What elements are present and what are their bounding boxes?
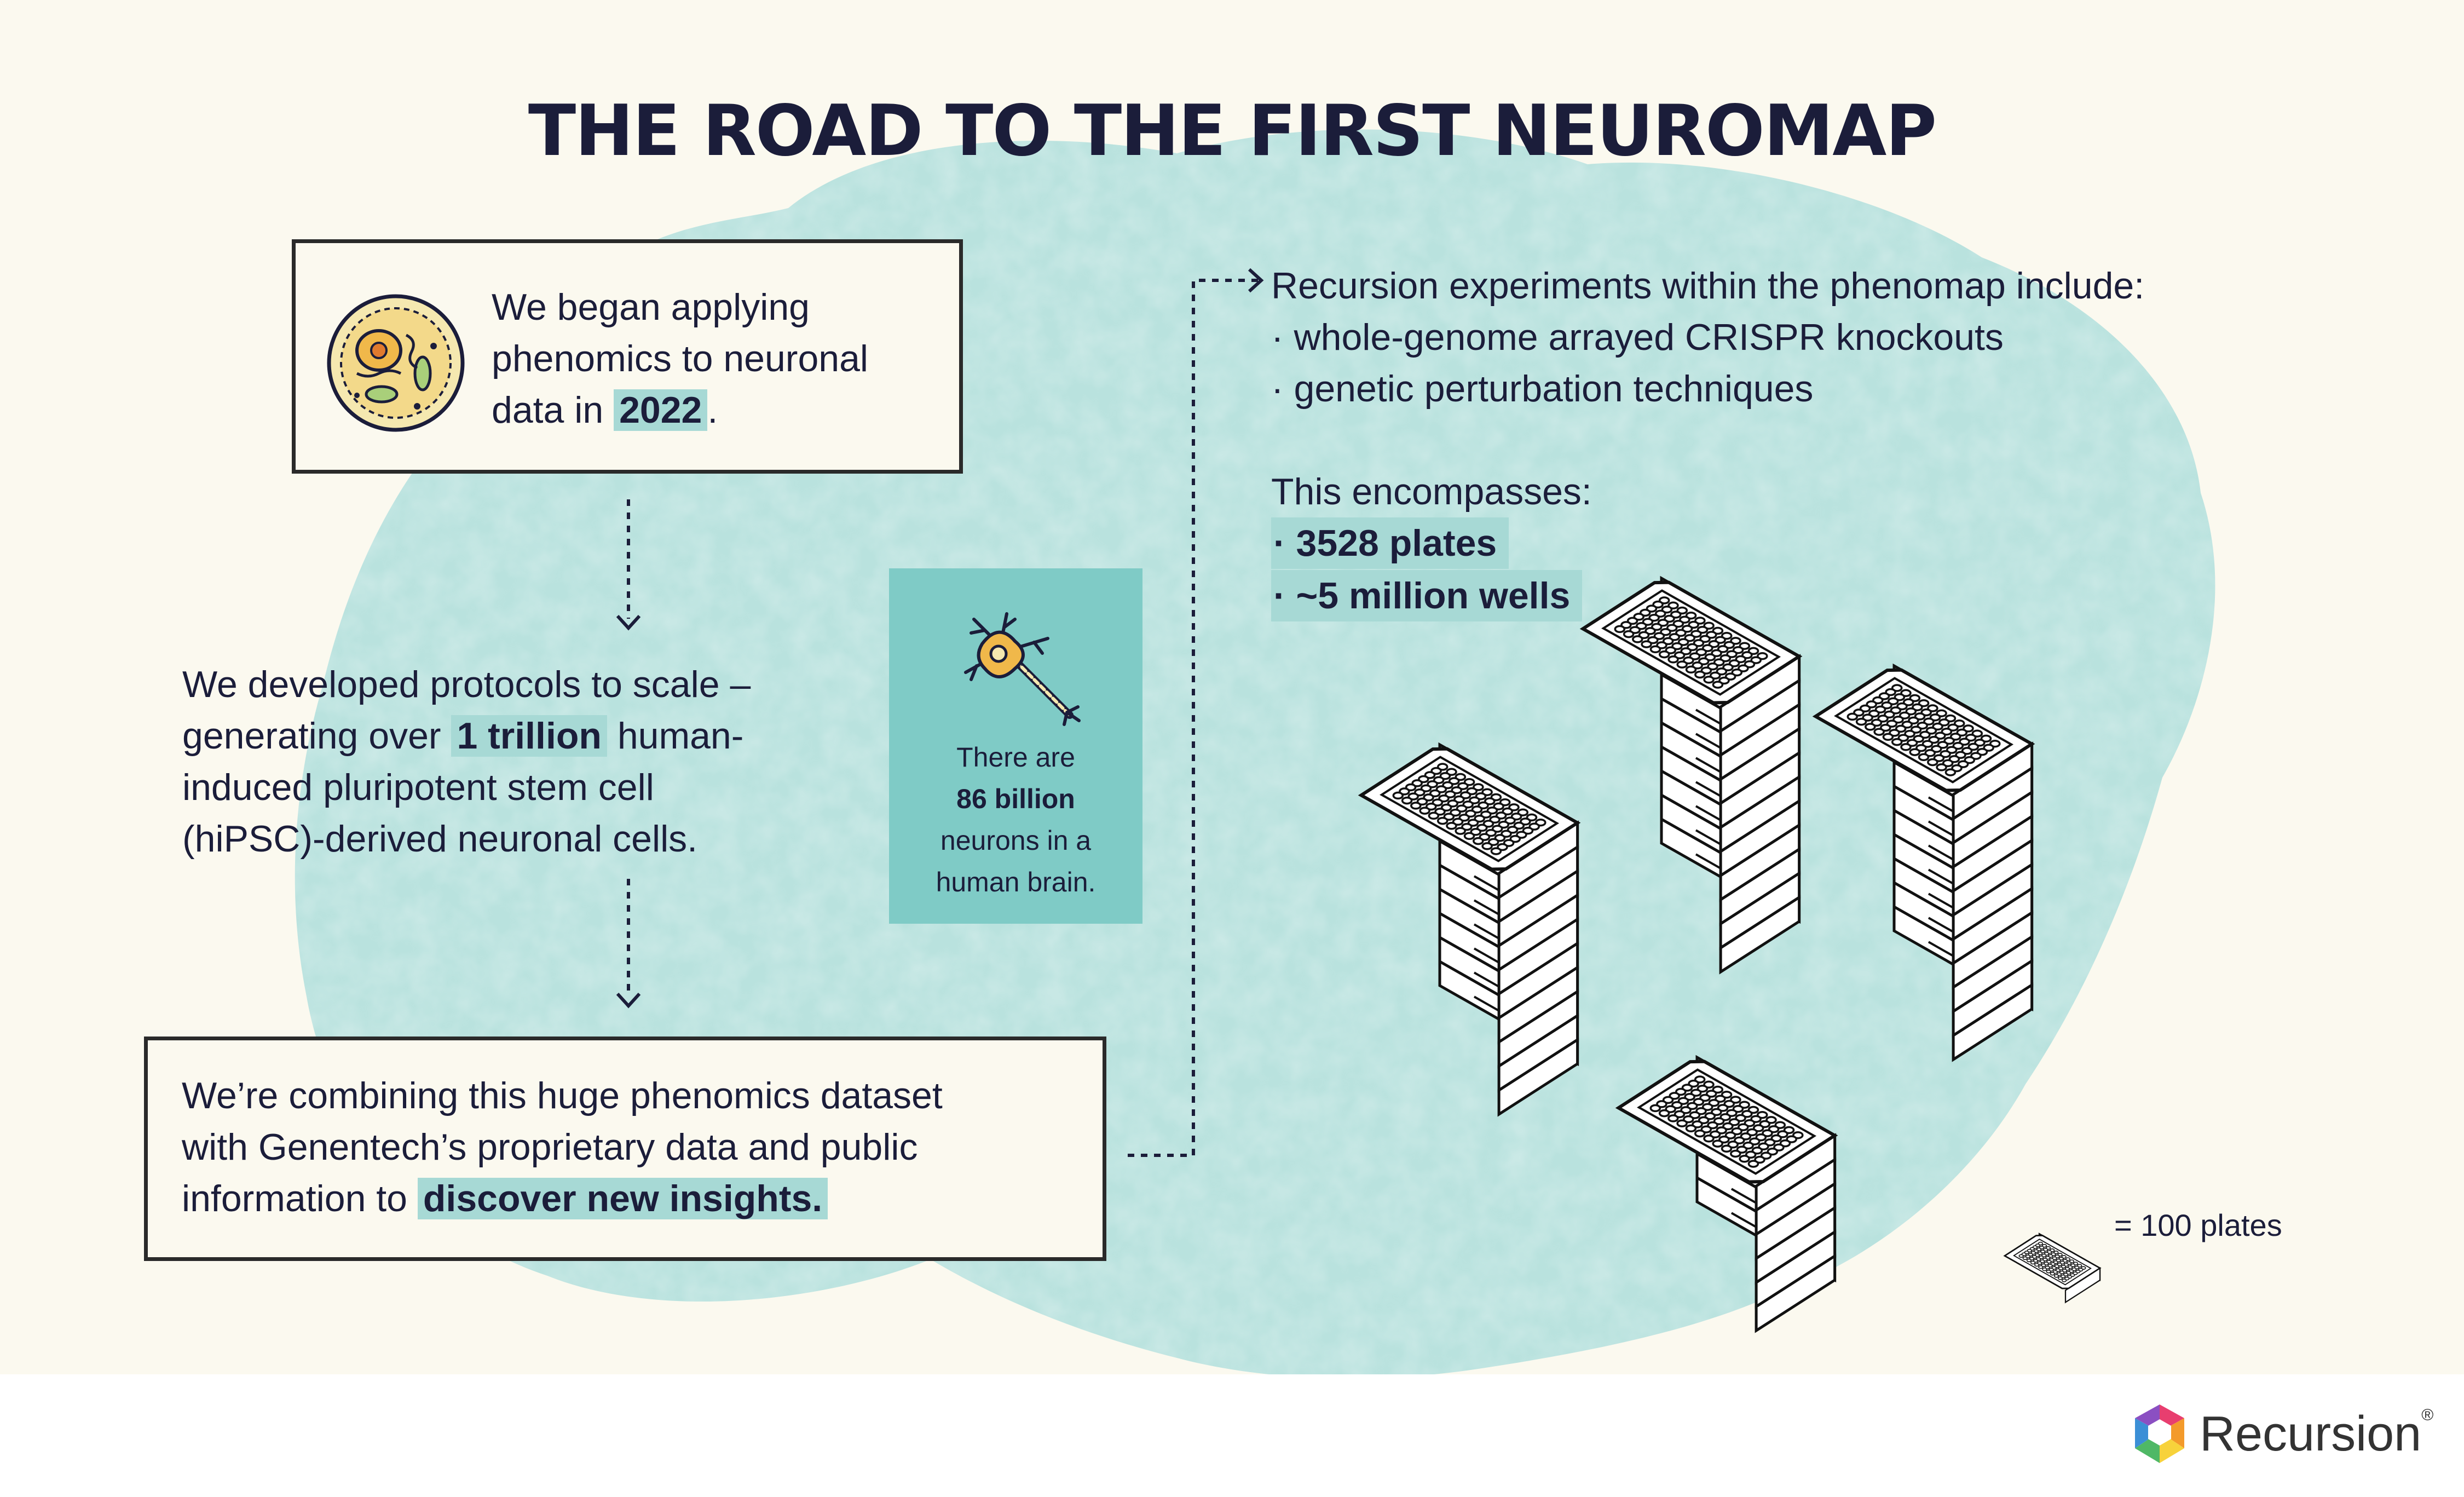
experiments-item: · genetic perturbation techniques xyxy=(1271,368,1814,410)
footer: Recursion® xyxy=(0,1374,2464,1497)
step1-box: We began applying phenomics to neuronal … xyxy=(292,239,963,474)
step3-box: We’re combining this huge phenomics data… xyxy=(144,1037,1106,1261)
neuron-fact-card: There are 86 billion neurons in a human … xyxy=(889,568,1142,924)
experiments-heading: Recursion experiments within the phenoma… xyxy=(1271,265,2145,307)
step1-line2: phenomics to neuronal xyxy=(492,338,869,379)
neuron-card-line3: neurons in a xyxy=(940,825,1092,856)
step2-line3: induced pluripotent stem cell xyxy=(182,767,654,808)
page-title: THE ROAD TO THE FIRST NEUROMAP xyxy=(528,90,1937,172)
step3-line3-pre: information to xyxy=(182,1178,418,1219)
step2-line1: We developed protocols to scale – xyxy=(182,664,751,705)
plate-stack xyxy=(1358,742,1581,1117)
step3-line1: We’re combining this huge phenomics data… xyxy=(182,1075,943,1116)
step3-line2: with Genentech’s proprietary data and pu… xyxy=(182,1126,918,1168)
stat-plates: · 3528 plates xyxy=(1271,517,1509,569)
cell-icon xyxy=(327,294,465,432)
recursion-logo-icon xyxy=(2135,1404,2184,1463)
encompasses-label: This encompasses: xyxy=(1271,471,1592,513)
neuron-card-line1: There are xyxy=(956,742,1075,773)
plate-stack xyxy=(1579,575,1803,975)
neuron-card-line4: human brain. xyxy=(936,867,1096,897)
plate-stack xyxy=(1812,663,2035,1062)
plate-stack xyxy=(1615,1055,1838,1333)
experiments-panel: Recursion experiments within the phenoma… xyxy=(1271,260,2144,621)
step1-line1: We began applying xyxy=(492,286,810,328)
step1-year-highlight: 2022 xyxy=(614,389,708,431)
step3-highlight: discover new insights. xyxy=(417,1178,828,1219)
step2-line2-post: human- xyxy=(607,715,744,757)
step2-line4: (hiPSC)-derived neuronal cells. xyxy=(182,818,698,860)
step1-line3-post: . xyxy=(707,389,718,431)
neuron-card-highlight: 86 billion xyxy=(956,784,1075,814)
step1-line3-pre: data in xyxy=(492,389,614,431)
neuron-icon xyxy=(964,612,1081,726)
logo-text: Recursion xyxy=(2200,1407,2422,1461)
step2-text: We developed protocols to scale – genera… xyxy=(182,659,751,865)
step2-highlight: 1 trillion xyxy=(451,715,607,757)
step2-line2-pre: generating over xyxy=(182,715,452,757)
plate-stack xyxy=(2003,1233,2102,1304)
logo-registered-mark: ® xyxy=(2421,1406,2434,1424)
experiments-item: · whole-genome arrayed CRISPR knockouts xyxy=(1271,316,2004,358)
stat-wells: · ~5 million wells xyxy=(1271,570,1583,621)
legend-label: = 100 plates xyxy=(2114,1208,2282,1242)
